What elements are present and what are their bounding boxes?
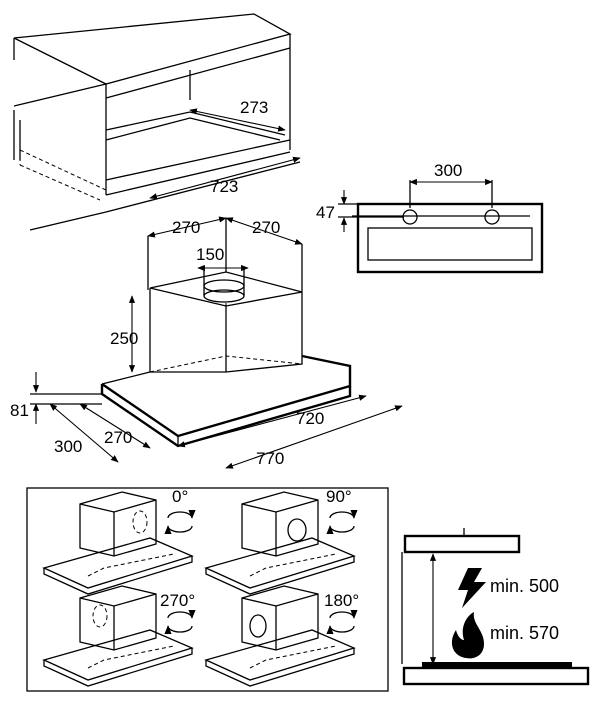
rotation-label-270: 270°: [160, 591, 195, 610]
rotate-icon: [326, 509, 358, 535]
rotate-icon: [164, 609, 196, 635]
hole-spacing-label: 300: [434, 161, 462, 180]
cabinet-depth-label: 273: [240, 98, 268, 117]
rotation-label-0: 0°: [172, 487, 188, 506]
depth-total-label: 300: [54, 437, 82, 456]
duct-diameter-label: 150: [196, 245, 224, 264]
front-view-drawing: 300 47: [316, 161, 544, 274]
width-total-label: 770: [256, 449, 284, 468]
width-inner-label: 720: [296, 409, 324, 428]
gas-clearance-label: min. 570: [490, 623, 559, 643]
rotation-label-180: 180°: [324, 591, 359, 610]
rotation-90: [204, 491, 356, 595]
cabinet-width-label: 723: [210, 177, 238, 196]
offset-right-label: 270: [252, 218, 280, 237]
base-height-label: 81: [10, 401, 29, 420]
rotation-panel: [26, 487, 389, 692]
rotation-label-90: 90°: [326, 487, 352, 506]
rotate-icon: [326, 609, 358, 635]
rotate-icon: [164, 509, 196, 535]
rotation-0: [42, 491, 194, 595]
cabinet-drawing: 273 723: [13, 13, 301, 231]
offset-left-label: 270: [172, 218, 200, 237]
electric-clearance-label: min. 500: [490, 576, 559, 596]
rotation-180: [204, 585, 356, 687]
gas-flame-icon: [451, 612, 484, 659]
hole-height-label: 47: [316, 203, 335, 222]
rotation-270: [42, 585, 194, 687]
clearance-drawing: [401, 528, 590, 686]
chimney-height-label: 250: [110, 329, 138, 348]
hood-drawing: 270 270 150 250 81 300 270 720 770: [10, 216, 403, 469]
depth-inner-label: 270: [104, 428, 132, 447]
electric-hob-icon: [458, 568, 486, 608]
